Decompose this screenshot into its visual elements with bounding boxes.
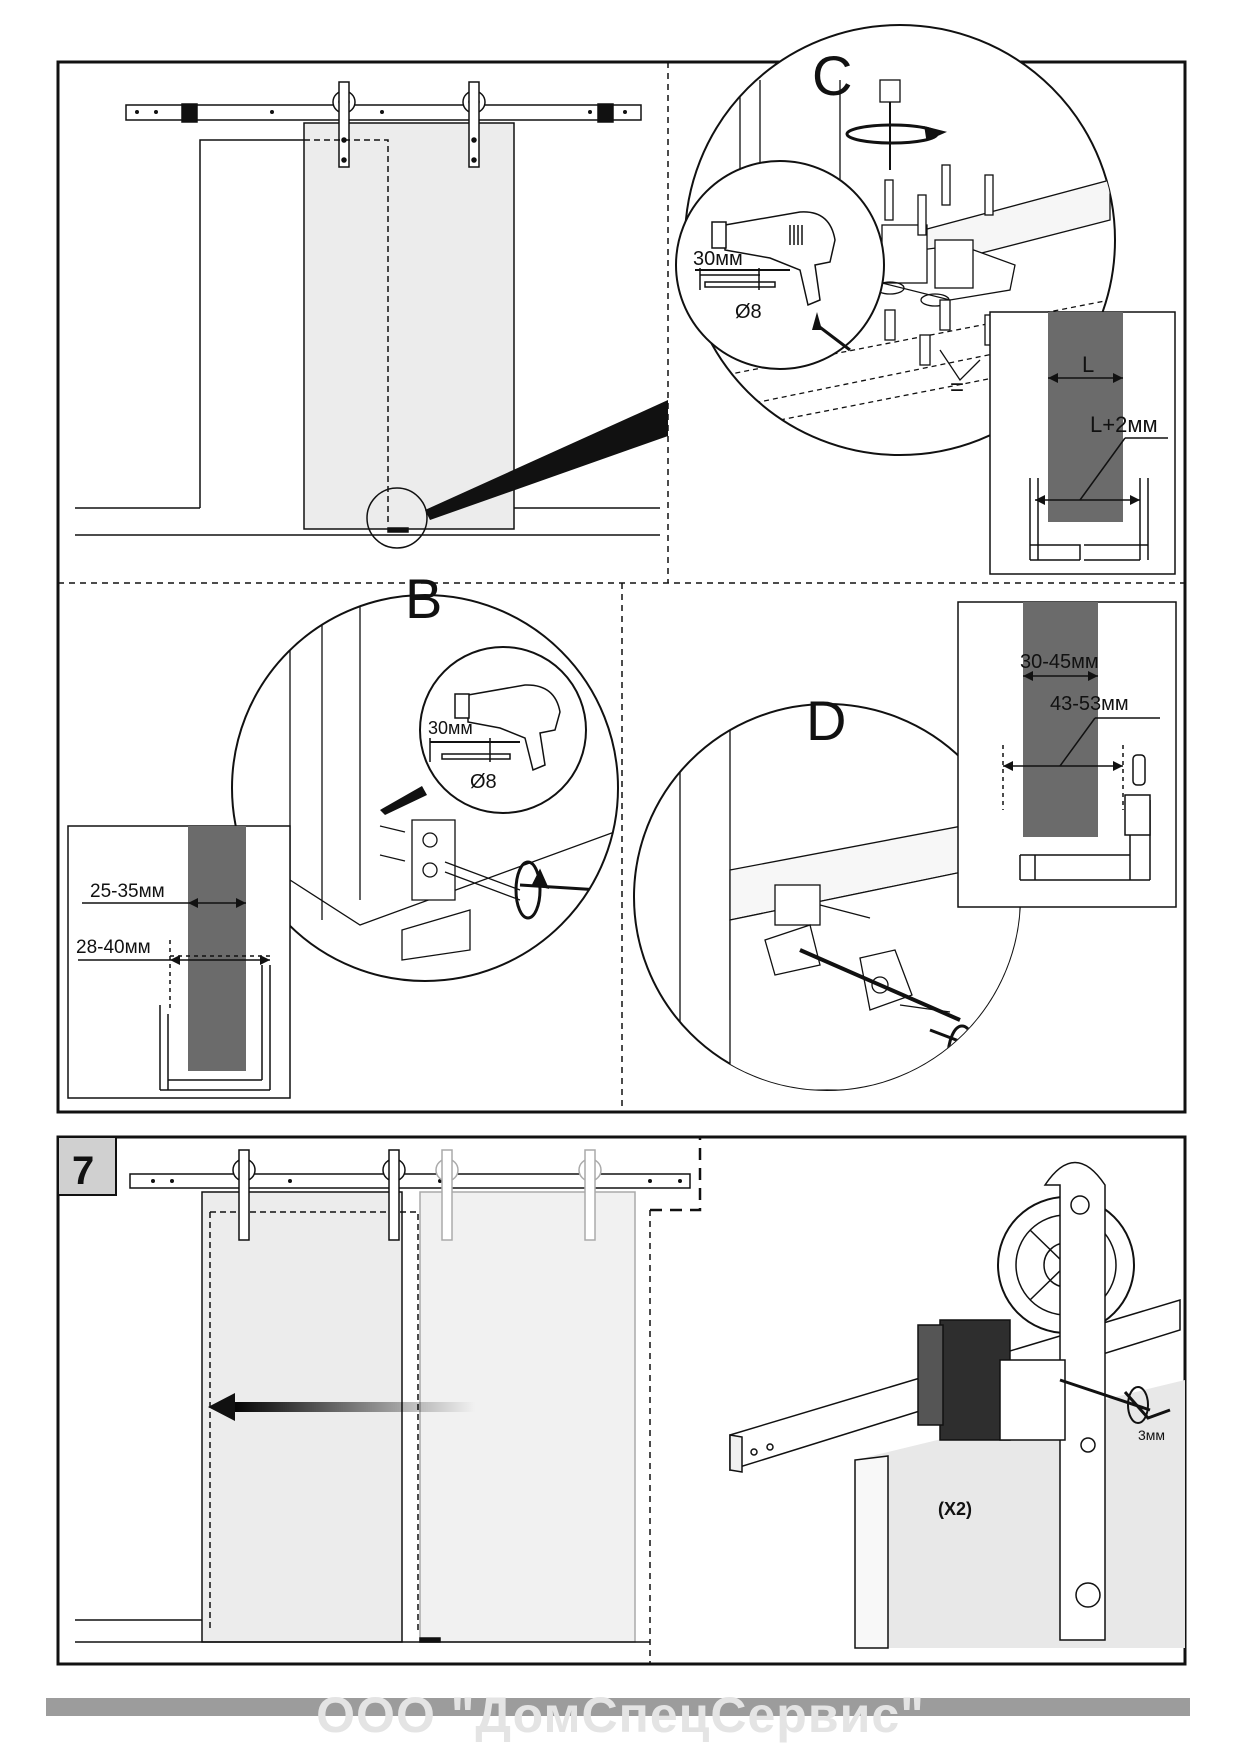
drill-inset-b [380, 646, 587, 815]
step7-overview [75, 1149, 691, 1643]
wheel-icon [462, 81, 486, 168]
rotation-arrow-icon [946, 1024, 986, 1090]
panel-d: D [633, 689, 1021, 1091]
drill-icon [454, 684, 561, 772]
bracket-icon [379, 819, 521, 961]
bracket-icon [764, 884, 961, 1022]
door-panel-open [419, 1191, 636, 1643]
svg-text:L+2мм: L+2мм [1090, 412, 1158, 437]
wheel-icon [435, 1149, 459, 1241]
svg-text:30мм: 30мм [693, 248, 743, 270]
hex-key-icon [1123, 1386, 1171, 1424]
svg-text:L: L [1082, 352, 1094, 377]
footer-bar [46, 1698, 1190, 1716]
svg-text:30мм: 30мм [428, 718, 473, 738]
drill-icon [711, 211, 836, 307]
zoom-pointer [425, 400, 668, 520]
rotation-arrow-icon [514, 860, 550, 920]
slide-arrow-icon [208, 1393, 475, 1421]
watermark: ООО "ДомСпецСервис" [316, 1687, 925, 1743]
top-frame [56, 60, 1187, 1114]
rail [129, 1173, 691, 1189]
panel-label-d: D [806, 689, 846, 752]
panel-b: B 30мм Ø8 [231, 567, 619, 982]
svg-text:Ø8: Ø8 [735, 301, 762, 323]
b-width-detail [67, 825, 291, 1099]
wheel-icon [332, 81, 356, 168]
wheel-icon [232, 1149, 256, 1241]
svg-text:(X2): (X2) [938, 1499, 972, 1519]
d-width-detail [957, 601, 1177, 908]
wheel-icon [382, 1149, 406, 1241]
svg-text:30-45мм: 30-45мм [1020, 651, 1099, 673]
panel-label-c: C [812, 44, 852, 107]
svg-text:3мм: 3мм [1138, 1427, 1165, 1443]
svg-text:=: = [950, 374, 964, 401]
svg-text:Ø8: Ø8 [470, 771, 497, 793]
door-panel-closed [201, 1191, 403, 1643]
panel-label-b: B [405, 567, 442, 630]
svg-text:25-35мм: 25-35мм [90, 881, 165, 902]
drill-inset-c [675, 160, 885, 370]
step7-detail [729, 1161, 1185, 1649]
rotation-arrow-icon [845, 123, 947, 145]
c-width-detail [989, 311, 1176, 575]
wheel-icon [578, 1149, 602, 1241]
panel-overview [75, 81, 668, 549]
svg-text:28-40мм: 28-40мм [76, 937, 151, 958]
step-number: 7 [72, 1149, 94, 1193]
door-panel [303, 122, 515, 530]
svg-text:43-53мм: 43-53мм [1050, 693, 1129, 715]
